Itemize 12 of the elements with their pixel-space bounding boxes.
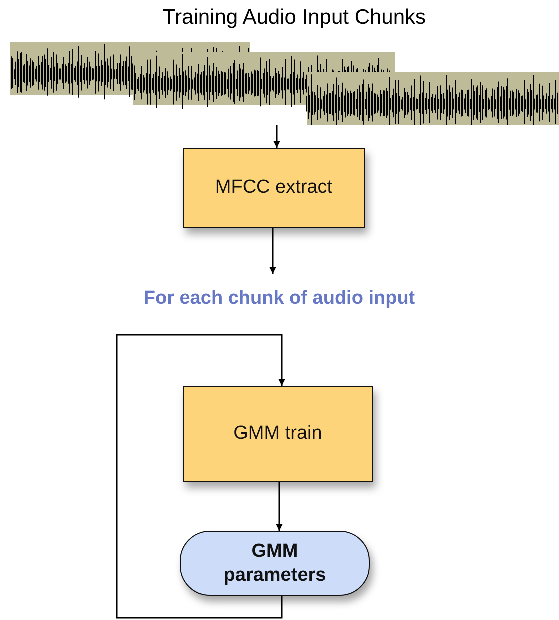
terminal-box: [180, 531, 370, 596]
node-text: GMM train: [232, 422, 324, 446]
arrow: [276, 482, 283, 531]
arrow: [116, 334, 286, 619]
chunks-heading: Training Audio Input Chunks: [162, 6, 428, 30]
loop-caption: For each chunk of audio input: [110, 286, 449, 312]
arrow: [274, 125, 280, 148]
process-box: [183, 148, 365, 228]
arrow: [270, 228, 276, 274]
node-text: MFCC extract: [214, 176, 334, 200]
node-text: GMM parameters: [222, 540, 328, 588]
process-box: [183, 386, 373, 482]
